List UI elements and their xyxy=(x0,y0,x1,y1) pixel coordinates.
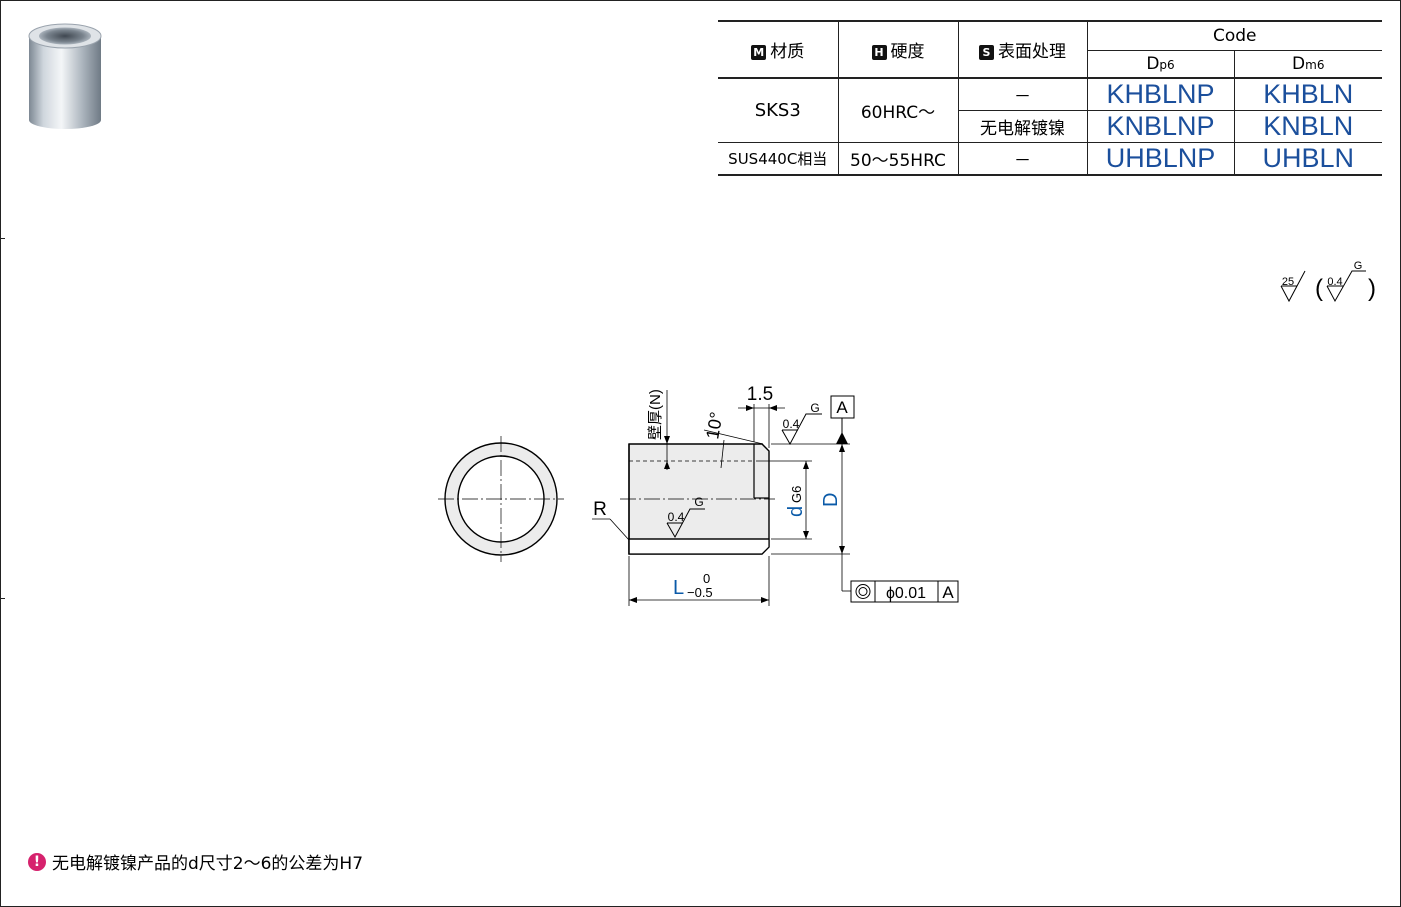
concentricity-value: ϕ0.01 xyxy=(886,585,926,602)
header-material-label: 材质 xyxy=(770,42,805,62)
concentricity-datum: A xyxy=(942,583,954,602)
concentricity-icon xyxy=(855,584,871,599)
length-dimension: L 0 −0.5 xyxy=(628,556,770,606)
chamfer-value: 1.5 xyxy=(747,384,773,405)
radius-label: R xyxy=(593,499,607,520)
cell-surface: － xyxy=(957,142,1088,176)
cell-surface: 无电解镀镍 xyxy=(958,110,1088,143)
end-view xyxy=(438,436,564,562)
header-dp6-main: D xyxy=(1146,54,1160,74)
inner-diameter-symbol: d xyxy=(785,506,807,517)
outer-diameter-dimension: D xyxy=(771,443,850,555)
length-symbol: L xyxy=(673,577,684,599)
code-link[interactable]: KHBLN xyxy=(1233,78,1382,111)
header-dm6-sub: m6 xyxy=(1305,58,1325,72)
wall-thickness-label: 壁厚(N) xyxy=(647,389,664,440)
length-tol-lower: −0.5 xyxy=(687,585,713,600)
hardness-badge-icon: H xyxy=(871,45,887,60)
header-dp6-sub: p6 xyxy=(1159,58,1175,72)
outer-roughness-value: 0.4 xyxy=(783,417,800,431)
cell-hardness-sus440c: 50～55HRC xyxy=(837,142,959,176)
cell-material-sks3: SKS3 xyxy=(718,78,839,143)
code-link[interactable]: KHBLNP xyxy=(1086,78,1235,111)
paren-open: ( xyxy=(1315,275,1323,302)
inner-roughness-g: G xyxy=(694,495,703,509)
code-link[interactable]: KNBLNP xyxy=(1086,110,1235,143)
wall-thickness-callout: 壁厚(N) xyxy=(647,389,670,470)
header-hardness-label: 硬度 xyxy=(890,42,925,62)
length-tol-upper: 0 xyxy=(703,571,710,586)
header-code: Code xyxy=(1086,20,1382,51)
angle-label: 10° xyxy=(702,410,726,440)
roughness-special-value: 0.4 xyxy=(1327,276,1342,288)
datum-a-label: A xyxy=(836,398,848,417)
radius-callout: R xyxy=(592,499,630,541)
roughness-g-mark: G xyxy=(1354,260,1363,272)
cell-material-sus440c: SUS440C相当 xyxy=(718,142,839,176)
chamfer-dimension: 1.5 xyxy=(738,384,785,448)
product-photo xyxy=(28,23,102,129)
cell-surface: － xyxy=(957,78,1088,111)
concentricity-frame: ϕ0.01 A xyxy=(841,554,959,603)
outer-diameter-symbol: D xyxy=(820,493,842,507)
inner-roughness-value: 0.4 xyxy=(668,510,685,524)
header-dm6-main: D xyxy=(1292,54,1306,74)
inner-diameter-dimension: d G6 xyxy=(756,460,812,540)
roughness-general-value: 25 xyxy=(1282,276,1294,288)
roughness-legend: 25 ( 0.4 G ) xyxy=(1280,260,1376,303)
cell-hardness-sks3: 60HRC～ xyxy=(837,78,959,143)
inner-diameter-tolerance: G6 xyxy=(789,486,804,503)
tolerance-note-text: 无电解镀镍产品的d尺寸2～6的公差为H7 xyxy=(52,854,364,874)
edge-tick xyxy=(0,598,5,599)
surface-badge-icon: S xyxy=(979,45,994,60)
code-link[interactable]: UHBLNP xyxy=(1086,142,1235,176)
header-dp6: Dp6 xyxy=(1087,50,1235,78)
code-link[interactable]: KNBLN xyxy=(1233,110,1382,143)
outer-roughness-g: G xyxy=(810,401,819,415)
edge-tick xyxy=(0,238,5,239)
side-view xyxy=(620,443,775,555)
datum-a: A xyxy=(830,395,855,444)
tolerance-note: ! 无电解镀镍产品的d尺寸2～6的公差为H7 xyxy=(28,849,363,874)
code-link[interactable]: UHBLN xyxy=(1233,142,1382,176)
paren-close: ) xyxy=(1368,275,1376,302)
material-badge-icon: M xyxy=(751,45,767,60)
header-surface-label: 表面处理 xyxy=(998,42,1066,62)
header-dm6: Dm6 xyxy=(1233,50,1382,78)
angle-callout: 10° xyxy=(702,410,764,469)
inner-roughness: 0.4 G xyxy=(666,495,705,539)
alert-icon: ! xyxy=(28,852,46,871)
outer-roughness: 0.4 G xyxy=(781,401,822,446)
